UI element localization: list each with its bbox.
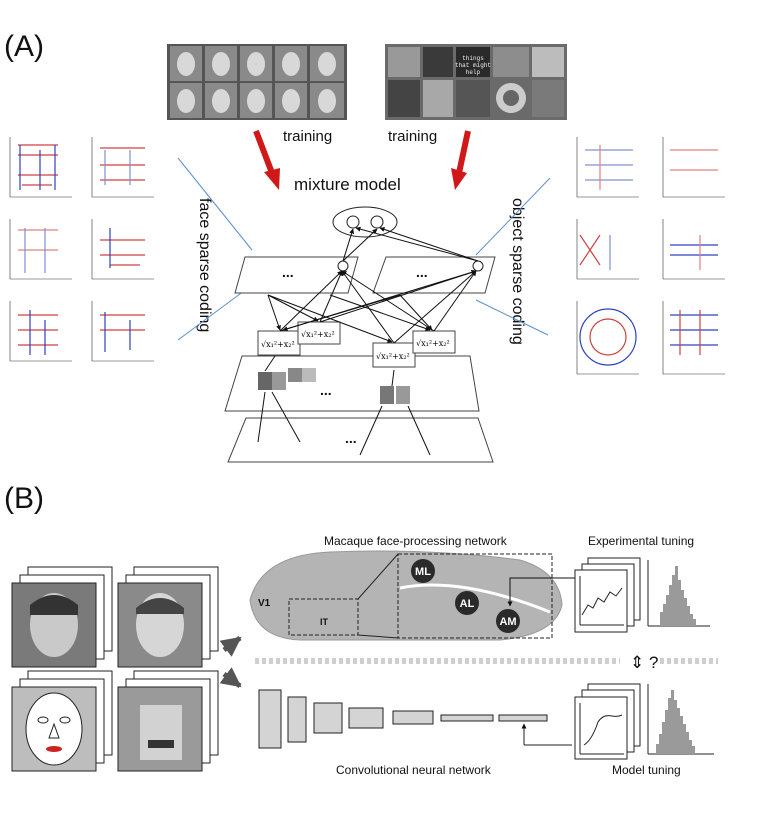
object-sparse-coding-label: object sparse coding bbox=[509, 198, 526, 345]
training-label-right: training bbox=[388, 128, 437, 145]
ellipsis-bottom: ... bbox=[345, 430, 357, 446]
network-connections bbox=[267, 226, 479, 344]
model-tuning-stack bbox=[574, 683, 641, 760]
mixture-unit-2 bbox=[370, 215, 384, 229]
face-filter-marks bbox=[18, 144, 145, 355]
ellipsis-top-left: ... bbox=[282, 264, 294, 280]
area-am: AM bbox=[499, 616, 516, 628]
comparison-question: ⇕ ? bbox=[630, 653, 658, 672]
macaque-brain bbox=[249, 550, 563, 641]
mixture-unit-1 bbox=[346, 215, 360, 229]
experimental-tuning-label: Experimental tuning bbox=[588, 534, 694, 548]
formula-1: √x₁²+x₂² bbox=[261, 340, 295, 349]
zoom-line-top bbox=[357, 553, 399, 600]
formula-2: √x₁²+x₂² bbox=[301, 330, 335, 339]
top-node-left bbox=[337, 260, 349, 272]
receptive-field-lines bbox=[257, 355, 431, 456]
plane-top-right bbox=[372, 256, 496, 294]
experimental-histogram bbox=[647, 560, 710, 627]
stimulus-stacks bbox=[11, 566, 219, 772]
face-areas: ML AL AM bbox=[411, 559, 520, 633]
model-tuning-label: Model tuning bbox=[612, 763, 681, 777]
panel-a-label: (A) bbox=[4, 30, 44, 63]
network-title: Macaque face-processing network bbox=[324, 534, 508, 548]
zoom-line-bottom bbox=[357, 634, 399, 639]
object-filter-marks bbox=[579, 145, 718, 366]
model-histogram bbox=[647, 684, 714, 755]
plane-bottom bbox=[227, 417, 494, 463]
it-label: IT bbox=[320, 617, 329, 627]
panel-b-label: (B) bbox=[4, 482, 44, 515]
cnn-label: Convolutional neural network bbox=[336, 763, 492, 777]
filter-patches bbox=[258, 368, 410, 404]
ellipsis-middle: ... bbox=[320, 382, 332, 398]
v1-label: V1 bbox=[258, 598, 271, 609]
network-planes bbox=[224, 256, 496, 463]
red-arrow-left bbox=[253, 129, 280, 190]
object-filter-grid bbox=[576, 137, 725, 375]
formula-boxes: √x₁²+x₂² √x₁²+x₂² √x₁²+x₂² √x₁²+x₂² bbox=[257, 321, 456, 368]
zoom-box bbox=[397, 553, 553, 639]
formula-3: √x₁²+x₂² bbox=[376, 352, 410, 361]
training-label-left: training bbox=[283, 128, 332, 145]
area-al: AL bbox=[460, 598, 475, 610]
area-ml: ML bbox=[415, 566, 431, 578]
face-sparse-coding-label: face sparse coding bbox=[196, 198, 213, 332]
top-node-right bbox=[472, 260, 484, 272]
mixture-node bbox=[332, 206, 398, 238]
formula-4: √x₁²+x₂² bbox=[416, 339, 450, 348]
plane-top-left bbox=[234, 256, 359, 294]
red-arrow-right bbox=[451, 130, 471, 190]
face-filter-grid bbox=[9, 137, 154, 362]
experimental-tuning-stack bbox=[574, 557, 641, 633]
mixture-model-label: mixture model bbox=[294, 175, 401, 194]
gray-arrows bbox=[219, 636, 242, 688]
it-box bbox=[288, 598, 359, 636]
brain-sulcus bbox=[399, 583, 551, 614]
face-photo-grid bbox=[167, 44, 347, 120]
am-recording-arrow bbox=[507, 577, 575, 607]
cnn-layers bbox=[258, 689, 548, 749]
leader-lines bbox=[177, 157, 551, 341]
ellipsis-top-right: ... bbox=[416, 264, 428, 280]
